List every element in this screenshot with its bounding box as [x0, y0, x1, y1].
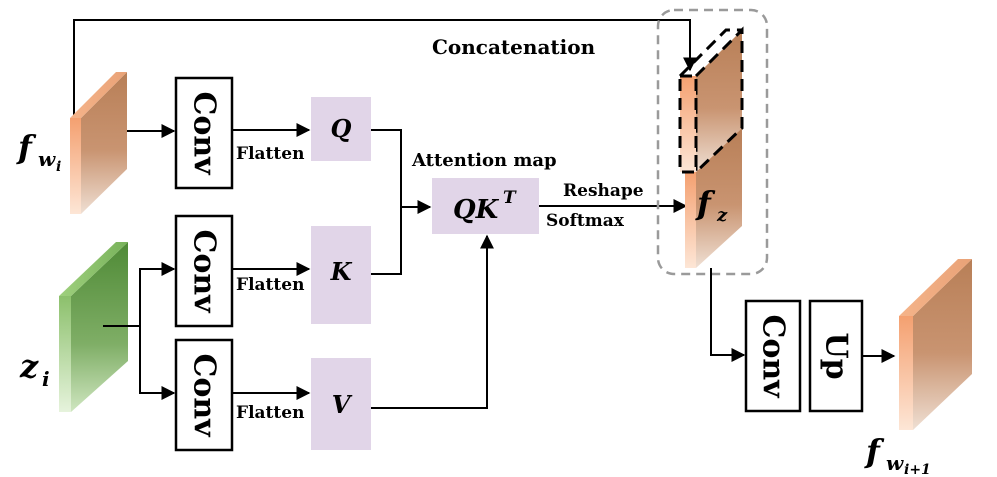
feature-map-f-wi1 — [899, 259, 972, 430]
svg-text:i: i — [42, 367, 50, 391]
concat-group-outline — [656, 8, 769, 276]
conv-box-bottom: Conv — [174, 338, 234, 452]
svg-text:w: w — [38, 147, 56, 171]
concatenation-path — [73, 19, 697, 117]
svg-text:Up: Up — [819, 332, 854, 379]
flatten-label-q: Flatten — [236, 144, 304, 164]
svg-text:Conv: Conv — [756, 314, 791, 399]
label-f-wi1: f w i+1 — [864, 432, 931, 477]
input-arrows — [103, 124, 176, 400]
svg-text:i+1: i+1 — [904, 462, 931, 477]
fz-to-conv-arrow — [710, 268, 746, 362]
conv-box-top: Conv — [174, 76, 234, 190]
svg-text:f: f — [16, 128, 37, 166]
svg-text:Q: Q — [331, 114, 352, 143]
up-box: Up — [808, 299, 864, 413]
label-f-z: f z — [695, 184, 728, 226]
svg-text:z: z — [19, 347, 39, 385]
flatten-label-v: Flatten — [236, 403, 304, 423]
concatenation-label: Concatenation — [432, 35, 596, 59]
q-box: Q — [311, 97, 371, 161]
svg-text:QK: QK — [453, 195, 500, 225]
feature-map-f-wi — [70, 72, 127, 214]
k-box: K — [311, 226, 371, 324]
label-f-wi: f w i — [16, 128, 61, 175]
svg-text:Conv: Conv — [187, 353, 222, 438]
flatten-arrows — [232, 123, 311, 400]
svg-text:Conv: Conv — [187, 229, 222, 314]
conv-box-final: Conv — [744, 299, 802, 413]
svg-text:z: z — [716, 205, 728, 226]
feature-map-z-i — [59, 242, 128, 412]
softmax-label: Softmax — [546, 211, 625, 231]
svg-text:K: K — [330, 257, 353, 286]
conv-box-middle: Conv — [174, 214, 234, 328]
label-z-i: z i — [19, 347, 50, 391]
qk-merge-arrows — [371, 129, 432, 275]
v-arrow — [371, 234, 494, 409]
svg-text:w: w — [886, 451, 904, 475]
feature-map-concat-dashed — [678, 26, 744, 176]
flatten-label-k: Flatten — [236, 275, 304, 295]
svg-text:f: f — [695, 184, 716, 222]
attention-map-label: Attention map — [411, 150, 557, 171]
svg-text:i: i — [56, 159, 61, 175]
svg-text:Conv: Conv — [187, 91, 222, 176]
svg-text:T: T — [503, 188, 517, 208]
reshape-label: Reshape — [563, 181, 644, 201]
v-box: V — [311, 358, 371, 450]
qkt-box: QK T — [432, 178, 539, 234]
svg-text:V: V — [332, 390, 353, 419]
svg-text:f: f — [864, 432, 885, 470]
